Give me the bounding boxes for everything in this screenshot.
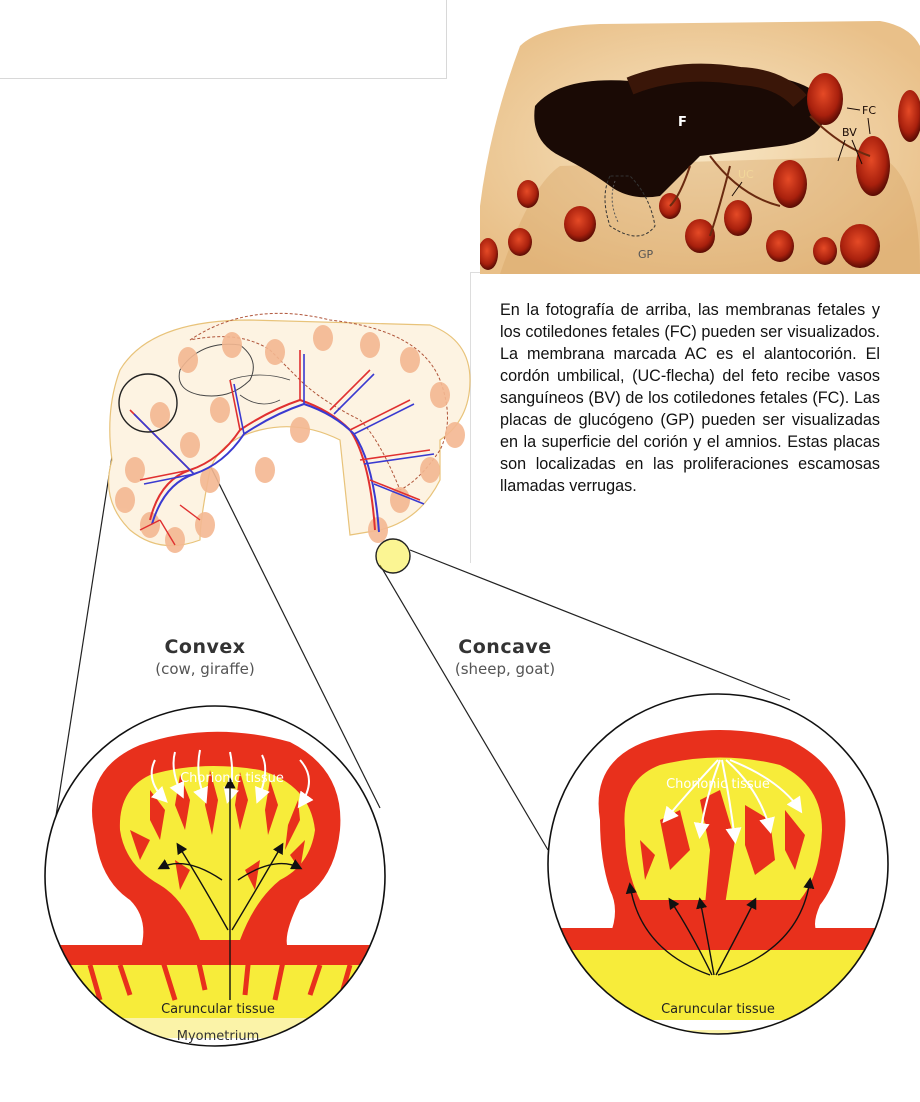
convex-chorionic-label: Chorionic tissue	[180, 771, 284, 786]
concave-myometrium-label: Myometrium	[677, 1035, 759, 1050]
concave-heading: Concave (sheep, goat)	[410, 636, 600, 678]
concave-subtitle: (sheep, goat)	[410, 660, 600, 678]
concave-cotyledon: Chorionic tissue Caruncular tissue Myome…	[540, 690, 900, 1050]
concave-title: Concave	[410, 636, 600, 658]
uterus-overview	[109, 313, 470, 573]
concave-chorionic-label: Chorionic tissue	[666, 777, 770, 792]
convex-caruncular-label: Caruncular tissue	[161, 1002, 275, 1017]
convex-cotyledon: Chorionic tissue Caruncular tissue Myome…	[40, 700, 400, 1060]
convex-heading: Convex (cow, giraffe)	[110, 636, 300, 678]
convex-myometrium-label: Myometrium	[177, 1029, 259, 1044]
convex-subtitle: (cow, giraffe)	[110, 660, 300, 678]
concave-zoom-circle	[376, 539, 410, 573]
concave-caruncular-label: Caruncular tissue	[661, 1002, 775, 1017]
convex-title: Convex	[110, 636, 300, 658]
